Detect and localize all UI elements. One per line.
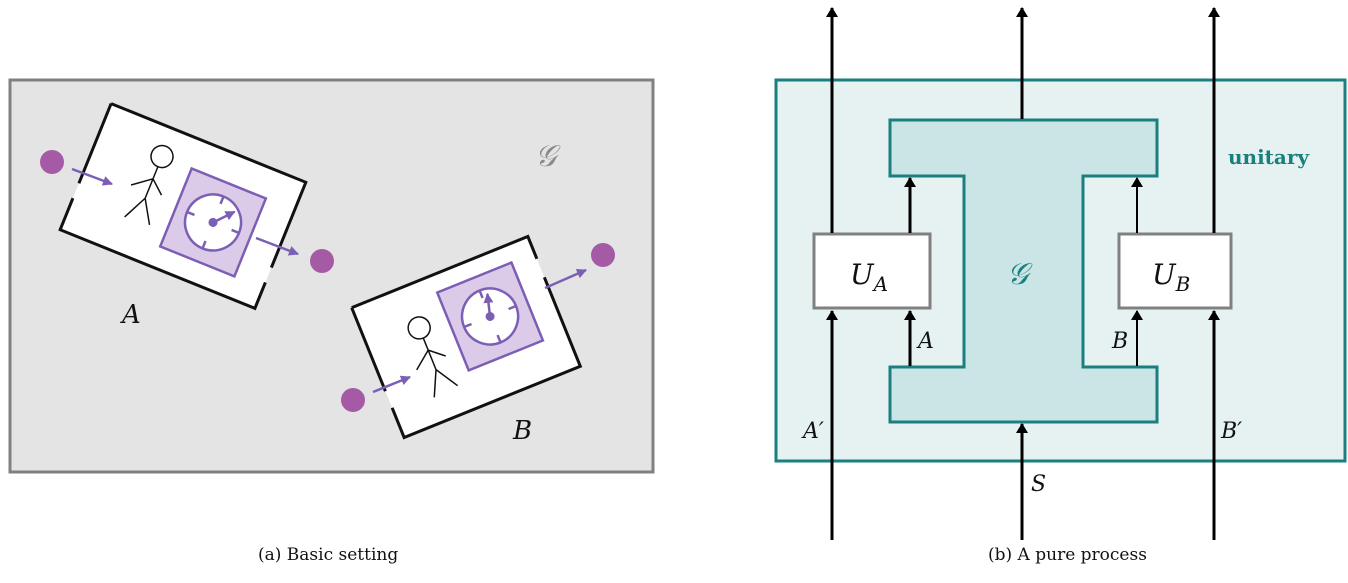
box-ub-sub: B	[1175, 272, 1191, 296]
arrow-out-a	[255, 236, 299, 256]
g-process-shape	[888, 118, 1159, 424]
wire-label-b: B	[1111, 329, 1128, 354]
panel-b: unitary 𝒢 UA UB A B A′ B′ S	[774, 7, 1347, 540]
wire-label-a: A	[916, 329, 934, 354]
box-ua-main: U	[850, 258, 875, 291]
svg-text:UB: UB	[1152, 258, 1190, 296]
panel-a: 𝒢 A	[8, 78, 655, 474]
caption-a: (a) Basic setting	[258, 545, 399, 565]
lab-a-label: A	[120, 300, 141, 330]
wire-label-s: S	[1031, 472, 1046, 497]
lab-b-label: B	[512, 416, 532, 446]
box-ua: UA	[812, 232, 932, 310]
svg-text:UA: UA	[850, 258, 888, 296]
observer-a	[124, 144, 174, 225]
particle-out-a	[310, 249, 334, 273]
particle-in-b	[341, 388, 365, 412]
wire-label-b-prime: B′	[1220, 419, 1242, 444]
wires	[826, 7, 1220, 540]
measuring-device-b	[435, 260, 545, 373]
caption-b: (b) A pure process	[988, 545, 1147, 565]
lab-b	[350, 234, 583, 440]
measuring-device-a	[158, 166, 268, 278]
lab-a	[58, 102, 308, 311]
wire-label-a-prime: A′	[801, 419, 824, 444]
observer-b	[407, 316, 459, 398]
particle-in-a	[40, 150, 64, 174]
box-ub-main: U	[1152, 258, 1177, 291]
arrow-in-b	[372, 375, 411, 394]
box-ua-sub: A	[872, 272, 888, 296]
box-ub: UB	[1117, 232, 1233, 310]
unitary-label: unitary	[1228, 145, 1310, 169]
arrow-in-a	[71, 167, 113, 186]
arrow-out-b	[544, 268, 587, 290]
particle-out-b	[591, 243, 615, 267]
